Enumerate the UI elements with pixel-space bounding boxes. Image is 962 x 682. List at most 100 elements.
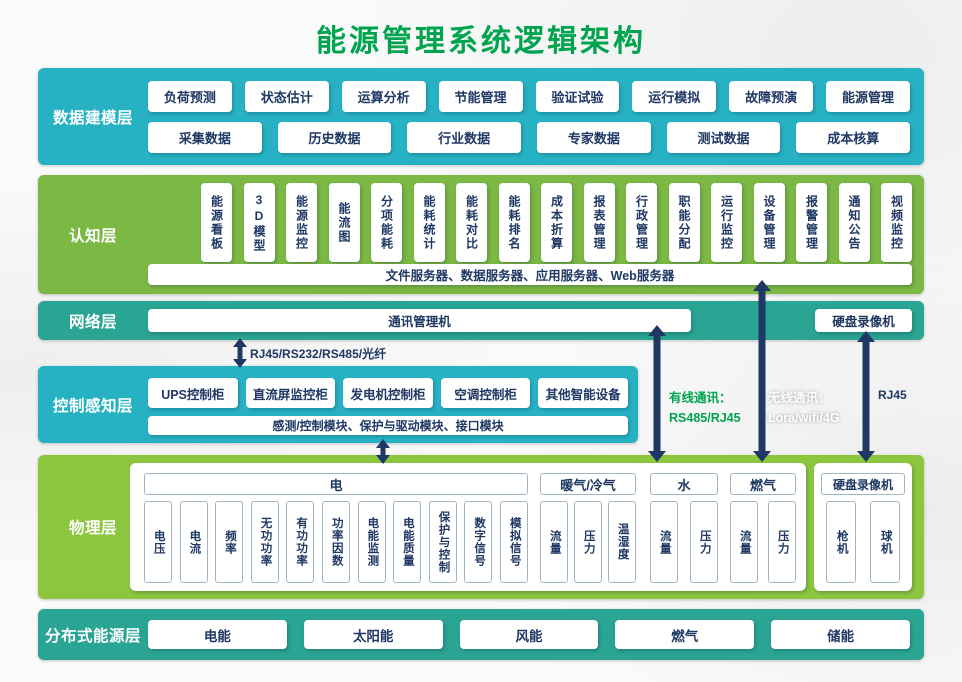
distributed-box: 风能 xyxy=(459,620,599,649)
wired-comm-value: RS485/RJ45 xyxy=(669,411,741,425)
layer-data-modeling: 数据建模层 负荷预测 状态估计 运算分析 节能管理 验证试验 运行模拟 故障预演… xyxy=(38,68,924,165)
distributed-box: 燃气 xyxy=(615,620,755,649)
control-box: UPS控制柜 xyxy=(148,378,238,408)
physical-main-panel: 电 电压 电流 频率 无功功率 有功功率 功率因数 电能监测 电能质量 保护与控… xyxy=(130,463,806,591)
section-items-dvr: 枪机 球机 xyxy=(826,501,900,583)
control-box: 直流屏监控柜 xyxy=(245,378,336,408)
physical-box: 有功功率 xyxy=(286,501,315,583)
physical-box: 压力 xyxy=(690,501,718,583)
layer-control: 控制感知层 UPS控制柜 直流屏监控柜 发电机控制柜 空调控制柜 其他智能设备 … xyxy=(38,366,638,443)
data-modeling-box: 运算分析 xyxy=(341,81,426,112)
cognition-box: 视频监控 xyxy=(881,183,912,262)
physical-box: 模拟信号 xyxy=(499,501,528,583)
cognition-box: 通知公告 xyxy=(838,183,870,262)
data-modeling-box: 成本核算 xyxy=(796,122,911,153)
layer-label-physical: 物理层 xyxy=(68,520,117,537)
distributed-row: 电能 太阳能 风能 燃气 储能 xyxy=(148,620,910,649)
data-modeling-box: 专家数据 xyxy=(537,122,651,153)
data-modeling-box: 状态估计 xyxy=(244,81,329,112)
section-items-electric: 电压 电流 频率 无功功率 有功功率 功率因数 电能监测 电能质量 保护与控制 … xyxy=(144,501,528,583)
layer-cognition: 认知层 能源看板 3D模型 能源监控 能流图 分项能耗 能耗统计 能耗对比 能耗… xyxy=(38,175,924,294)
cognition-box: 职能分配 xyxy=(668,183,700,262)
cognition-box: 运行监控 xyxy=(711,183,742,262)
physical-box: 枪机 xyxy=(826,501,856,583)
double-arrow-icon xyxy=(646,325,668,462)
physical-box: 压力 xyxy=(574,501,602,583)
double-arrow-icon xyxy=(372,439,394,464)
layer-label-network: 网络层 xyxy=(68,313,117,331)
distributed-box: 储能 xyxy=(771,620,910,649)
physical-box: 数字信号 xyxy=(464,501,493,583)
comm-manager-bar: 通讯管理机 xyxy=(148,309,691,332)
cognition-box: 成本折算 xyxy=(541,183,572,262)
cognition-box: 报警管理 xyxy=(796,183,827,262)
physical-box: 流量 xyxy=(650,501,678,583)
double-arrow-icon xyxy=(855,331,877,462)
physical-dvr-panel: 硬盘录像机 枪机 球机 xyxy=(814,463,912,591)
data-modeling-box: 历史数据 xyxy=(277,122,392,153)
data-modeling-box: 采集数据 xyxy=(148,122,262,153)
physical-box: 球机 xyxy=(870,501,900,583)
wired-comm-title: 有线通讯： xyxy=(669,391,732,405)
control-box: 其他智能设备 xyxy=(538,378,628,408)
section-items-gas: 流量 压力 xyxy=(730,501,796,583)
physical-box: 无功功率 xyxy=(250,501,279,583)
cognition-box: 行政管理 xyxy=(626,183,657,262)
section-header-electric: 电 xyxy=(144,473,528,495)
data-modeling-box: 行业数据 xyxy=(407,122,522,153)
network-dvr-box: 硬盘录像机 xyxy=(815,309,912,332)
wireless-comm-title: 无线通讯： xyxy=(768,391,831,405)
wireless-comm-label: 无线通讯： Lora/wifi/4G xyxy=(768,388,840,428)
section-header-gas: 燃气 xyxy=(730,473,796,495)
rj45-label: RJ45 xyxy=(878,388,907,402)
section-header-hvac: 暖气/冷气 xyxy=(540,473,636,495)
control-row: UPS控制柜 直流屏监控柜 发电机控制柜 空调控制柜 其他智能设备 xyxy=(148,378,628,408)
data-modeling-row-1: 负荷预测 状态估计 运算分析 节能管理 验证试验 运行模拟 故障预演 能源管理 xyxy=(148,81,910,112)
cognition-box: 报表管理 xyxy=(583,183,615,262)
double-arrow-icon xyxy=(751,280,773,462)
physical-box: 功率因数 xyxy=(321,501,350,583)
data-modeling-box: 节能管理 xyxy=(438,81,523,112)
distributed-box: 电能 xyxy=(148,620,287,649)
cognition-box: 能流图 xyxy=(328,183,360,262)
data-modeling-box: 测试数据 xyxy=(666,122,781,153)
physical-box: 温湿度 xyxy=(608,501,636,583)
servers-bar: 文件服务器、数据服务器、应用服务器、Web服务器 xyxy=(148,264,912,285)
cognition-box: 设备管理 xyxy=(753,183,785,262)
physical-box: 电能质量 xyxy=(393,501,422,583)
section-items-hvac: 流量 压力 温湿度 xyxy=(540,501,636,583)
physical-box: 流量 xyxy=(540,501,568,583)
cognition-items: 能源看板 3D模型 能源监控 能流图 分项能耗 能耗统计 能耗对比 能耗排名 成… xyxy=(201,183,912,262)
cognition-box: 能耗排名 xyxy=(498,183,530,262)
cognition-box: 能源看板 xyxy=(201,183,232,262)
double-arrow-icon xyxy=(229,338,251,368)
physical-box: 电能监测 xyxy=(357,501,386,583)
control-box: 发电机控制柜 xyxy=(343,378,433,408)
cognition-box: 分项能耗 xyxy=(371,183,402,262)
data-modeling-box: 故障预演 xyxy=(729,81,814,112)
control-box: 空调控制柜 xyxy=(440,378,531,408)
control-modules-bar: 感测/控制模块、保护与驱动模块、接口模块 xyxy=(148,416,628,435)
physical-box: 保护与控制 xyxy=(428,501,457,583)
section-items-water: 流量 压力 xyxy=(650,501,718,583)
data-modeling-box: 能源管理 xyxy=(826,81,910,112)
layer-label-control: 控制感知层 xyxy=(52,397,133,415)
cognition-box: 能耗对比 xyxy=(456,183,487,262)
section-header-water: 水 xyxy=(650,473,718,495)
data-modeling-row-2: 采集数据 历史数据 行业数据 专家数据 测试数据 成本核算 xyxy=(148,122,911,153)
wired-comm-label: 有线通讯： RS485/RJ45 xyxy=(669,388,741,428)
physical-box: 电流 xyxy=(179,501,208,583)
cognition-box: 3D模型 xyxy=(243,183,275,262)
layer-label-data-modeling: 数据建模层 xyxy=(52,109,133,127)
cognition-box: 能耗统计 xyxy=(413,183,445,262)
layer-label-distributed: 分布式能源层 xyxy=(44,627,141,645)
page-title: 能源管理系统逻辑架构 xyxy=(316,25,646,58)
distributed-box: 太阳能 xyxy=(303,620,443,649)
physical-box: 流量 xyxy=(730,501,758,583)
wireless-comm-value: Lora/wifi/4G xyxy=(768,411,840,425)
cognition-box: 能源监控 xyxy=(286,183,317,262)
layer-distributed-energy: 分布式能源层 电能 太阳能 风能 燃气 储能 xyxy=(38,609,924,660)
data-modeling-box: 验证试验 xyxy=(535,81,620,112)
data-modeling-box: 运行模拟 xyxy=(632,81,717,112)
